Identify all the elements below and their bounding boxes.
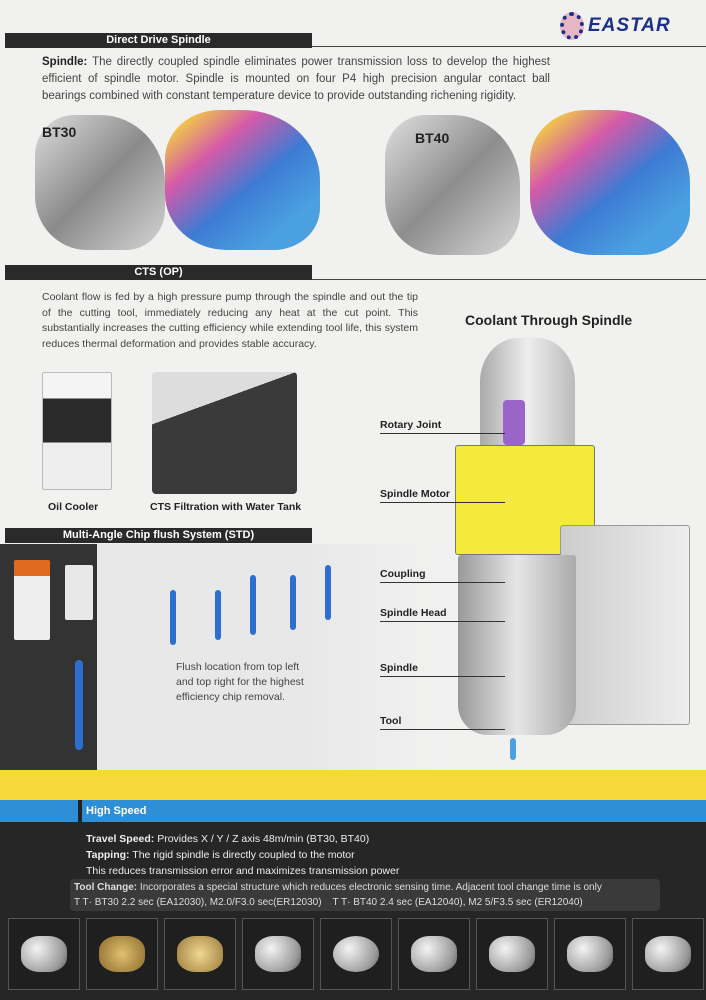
part-sample-image [554, 918, 626, 990]
leader-line [380, 676, 505, 677]
chip-flush-caption: Flush location from top left and top rig… [176, 661, 304, 703]
label-rotary-joint: Rotary Joint [380, 419, 442, 431]
cts-description: Coolant flow is fed by a high pressure p… [42, 291, 418, 350]
tapping-text: The rigid spindle is directly coupled to… [132, 849, 355, 861]
label-coupling: Coupling [380, 568, 426, 580]
section-heading-direct-drive: Direct Drive Spindle [5, 33, 312, 48]
travel-lead: Travel Speed: [86, 833, 155, 845]
part-sample-image [164, 918, 236, 990]
bt30-cutaway-image [165, 110, 320, 250]
travel-text: Provides X / Y / Z axis 48m/min (BT30, B… [157, 833, 370, 845]
leader-line [380, 502, 505, 503]
tapping-text-2: This reduces transmission error and maxi… [86, 865, 400, 877]
control-panel [65, 565, 93, 620]
leader-line [380, 433, 505, 434]
label-tool: Tool [380, 715, 402, 727]
part-sample-image [476, 918, 548, 990]
bt40-cutaway-image [530, 110, 690, 255]
tool-change-box: Tool Change: Incorporates a special stru… [70, 879, 660, 911]
high-speed-text: Travel Speed: Provides X / Y / Z axis 48… [86, 831, 646, 879]
spindle-head-diagram [458, 555, 576, 735]
tool-change-text: Incorporates a special structure which r… [139, 882, 602, 893]
label-spindle-head: Spindle Head [380, 607, 447, 619]
divider [312, 279, 706, 280]
coolant-nozzle [215, 590, 221, 640]
label-spindle-motor: Spindle Motor [380, 488, 450, 500]
spindle-description: Spindle: The directly coupled spindle el… [42, 54, 550, 105]
cts-filtration-caption: CTS Filtration with Water Tank [150, 501, 302, 513]
oil-cooler-caption: Oil Cooler [48, 501, 99, 513]
coolant-arrow-icon [510, 738, 516, 760]
bt30-spindle-image [35, 115, 165, 250]
rotary-joint-diagram [503, 400, 525, 445]
coolant-nozzle [170, 590, 176, 645]
leader-line [380, 621, 505, 622]
column-diagram [560, 525, 690, 725]
spindle-body: The directly coupled spindle eliminates … [42, 56, 550, 102]
part-sample-image [320, 918, 392, 990]
spindle-lead: Spindle: [42, 56, 88, 68]
blue-band [0, 800, 706, 822]
label-spindle: Spindle [380, 662, 418, 674]
coolant-nozzle [75, 660, 83, 750]
oil-cooler-image [42, 372, 112, 490]
divider [312, 46, 706, 47]
coolant-nozzle [250, 575, 256, 635]
tool-change-lead: Tool Change: [74, 882, 138, 893]
model-bt30: BT30 [42, 124, 77, 140]
part-sample-image [86, 918, 158, 990]
leader-line [380, 582, 505, 583]
tapping-lead: Tapping: [86, 849, 130, 861]
spindle-housing-diagram [480, 338, 575, 448]
yellow-band [0, 770, 706, 800]
coolant-nozzle [325, 565, 331, 620]
bt40-spindle-image [385, 115, 520, 255]
tool-change-times: T T· BT30 2.2 sec (EA12030), M2.0/F3.0 s… [74, 897, 583, 908]
section-heading-cts: CTS (OP) [5, 265, 312, 280]
cts-filtration-image [152, 372, 297, 494]
heading-marker [78, 800, 82, 822]
diagram-title: Coolant Through Spindle [465, 312, 633, 328]
warning-label [14, 560, 50, 640]
coolant-nozzle [290, 575, 296, 630]
model-bt40: BT40 [415, 130, 450, 146]
part-sample-image [8, 918, 80, 990]
high-speed-heading: High Speed [86, 805, 147, 817]
eastar-logo: EASTAR [560, 12, 671, 40]
logo-text: EASTAR [588, 15, 671, 36]
section-heading-chip-flush: Multi-Angle Chip flush System (STD) [5, 528, 312, 543]
part-sample-image [398, 918, 470, 990]
gear-logo-icon [560, 12, 584, 40]
part-sample-image [242, 918, 314, 990]
part-sample-image [632, 918, 704, 990]
leader-line [380, 729, 505, 730]
